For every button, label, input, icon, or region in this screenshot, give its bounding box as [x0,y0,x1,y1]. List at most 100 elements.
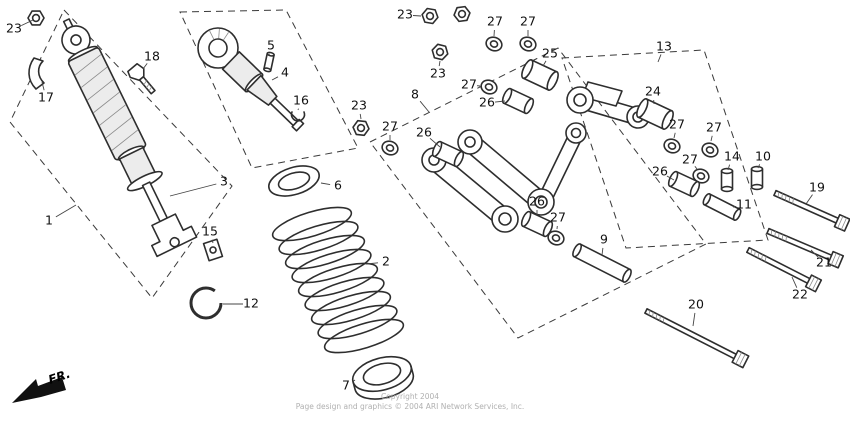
part-label-21: 21 [816,255,832,270]
upper-link-drawing [566,81,650,129]
part-label-leader [732,205,737,208]
part-label-leader [694,166,698,170]
part-label-leader [791,276,798,288]
part-label-4: 4 [281,65,289,80]
collar-14 [720,167,734,193]
pin-5 [263,51,275,73]
part-label-leader [429,137,441,148]
watermark-line1: Copyright 2004 [381,392,439,401]
part-label-18: 18 [144,49,160,64]
circlip-12 [189,286,223,320]
collar-9 [570,241,634,285]
part-label-leader [359,113,362,120]
nut-23 [351,119,371,137]
part-label-26: 26 [416,125,432,140]
nut-23 [420,7,440,25]
spring-guide-drawing [268,165,320,197]
assembly-outline-upper-mount [179,9,359,169]
part-label-24: 24 [645,84,661,99]
part-label-23: 23 [351,98,367,113]
part-label-leader [365,262,379,265]
part-label-6: 6 [334,178,342,193]
part-label-2: 2 [382,254,390,269]
part-label-13: 13 [656,39,672,54]
part-label-27: 27 [382,119,398,134]
washer-27 [478,77,500,97]
part-label-leader [542,60,547,67]
part-label-23: 23 [6,21,22,36]
bolt-18 [127,62,156,95]
part-label-12: 12 [243,296,259,311]
washer-27 [379,138,401,158]
part-label-27: 27 [520,14,536,29]
bolt-20 [642,304,750,369]
stopper-bracket-drawing [28,57,45,90]
part-label-27: 27 [461,77,477,92]
collar-10 [750,165,764,191]
assembly-outline-linkage [369,47,707,339]
part-label-8: 8 [411,87,419,102]
assembly-outline-shock [9,9,233,299]
fr-label: FR. [47,367,72,387]
part-label-leader [211,239,214,244]
nut-23 [429,42,451,62]
part-label-leader [169,183,217,197]
guide-plate-15 [202,238,224,262]
part-label-19: 19 [809,180,825,195]
part-label-22: 22 [792,287,808,302]
spring-seat-drawing [351,355,415,400]
part-label-14: 14 [724,149,740,164]
part-label-25: 25 [542,46,558,61]
part-label-leader [142,63,148,70]
shock-absorber-drawing [61,18,198,258]
washer-27 [699,140,721,160]
part-label-27: 27 [682,152,698,167]
washer-27 [661,136,683,156]
part-label-leader [805,194,813,205]
part-label-23: 23 [397,7,413,22]
assembly-outline-upper-link [561,49,769,249]
part-label-10: 10 [755,149,771,164]
watermark: Copyright 2004 Page design and graphics … [296,392,525,411]
part-label-leader [412,15,422,17]
part-label-leader [692,312,696,327]
part-label-5: 5 [267,38,275,53]
part-label-20: 20 [688,297,704,312]
part-label-leader [320,182,331,186]
part-label-leader [727,164,731,171]
part-label-23: 23 [430,66,446,81]
washer-27 [517,34,539,54]
part-label-leader [494,100,506,103]
part-label-leader [297,108,299,111]
part-label-leader [438,60,441,67]
part-label-1: 1 [45,213,53,228]
part-label-leader [55,204,77,218]
nut-23 [27,10,45,26]
part-label-leader [419,100,430,113]
upper-mount-drawing [197,27,305,132]
nut-23 [452,5,472,23]
part-label-leader [41,81,45,91]
part-label-11: 11 [736,197,752,212]
part-label-leader [666,175,675,181]
watermark-line2: Page design and graphics © 2004 ARI Netw… [296,402,525,411]
coil-spring-drawing [271,206,405,354]
part-label-leader [673,132,676,139]
part-label-9: 9 [600,232,608,247]
washer-27 [483,34,505,54]
part-label-26: 26 [479,95,495,110]
part-label-leader [601,247,604,256]
clip-16 [290,111,306,122]
part-label-26: 26 [652,164,668,179]
part-label-leader [352,379,356,382]
part-label-leader [657,54,662,63]
part-label-7: 7 [342,378,350,393]
part-label-27: 27 [706,120,722,135]
part-label-16: 16 [293,93,309,108]
part-label-27: 27 [487,14,503,29]
part-label-27: 27 [669,117,685,132]
bushing-25 [518,57,562,93]
